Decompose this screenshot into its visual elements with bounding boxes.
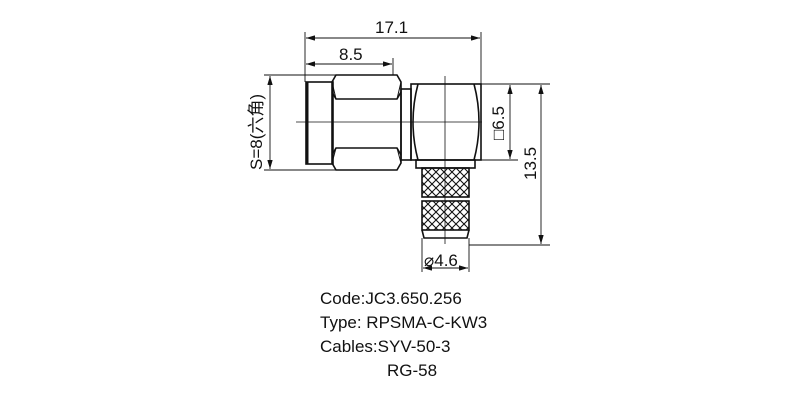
- spec-code: Code:JC3.650.256: [320, 289, 462, 308]
- spec-cables: Cables:SYV-50-3: [320, 337, 451, 356]
- dimension-body-square: [481, 85, 518, 161]
- collar: [415, 159, 476, 169]
- spec-type: Type: RPSMA-C-KW3: [320, 313, 488, 332]
- coupling-ring: [305, 81, 334, 165]
- dimension-overall-height: [469, 83, 550, 246]
- dim-label-square-6-5: □6.5: [489, 106, 508, 140]
- connector-body: [305, 74, 482, 239]
- dim-label-hex-s8: S=8(六角): [247, 94, 266, 170]
- center-lines: [296, 76, 482, 244]
- dimension-hex-size: [264, 74, 336, 171]
- dimension-overall-length: [304, 32, 482, 84]
- dimension-sleeve-diameter: [421, 238, 470, 272]
- hex-nut: [331, 74, 402, 171]
- knurled-sleeve: [421, 167, 470, 239]
- neck: [400, 88, 412, 161]
- dim-label-13-5: 13.5: [521, 147, 540, 180]
- dimension-hex-length: [306, 58, 394, 75]
- dim-label-8-5: 8.5: [339, 45, 363, 64]
- dim-label-17-1: 17.1: [375, 18, 408, 37]
- spec-cables-alt: RG-58: [387, 361, 438, 380]
- dim-label-dia-4-6: ⌀4.6: [424, 251, 458, 270]
